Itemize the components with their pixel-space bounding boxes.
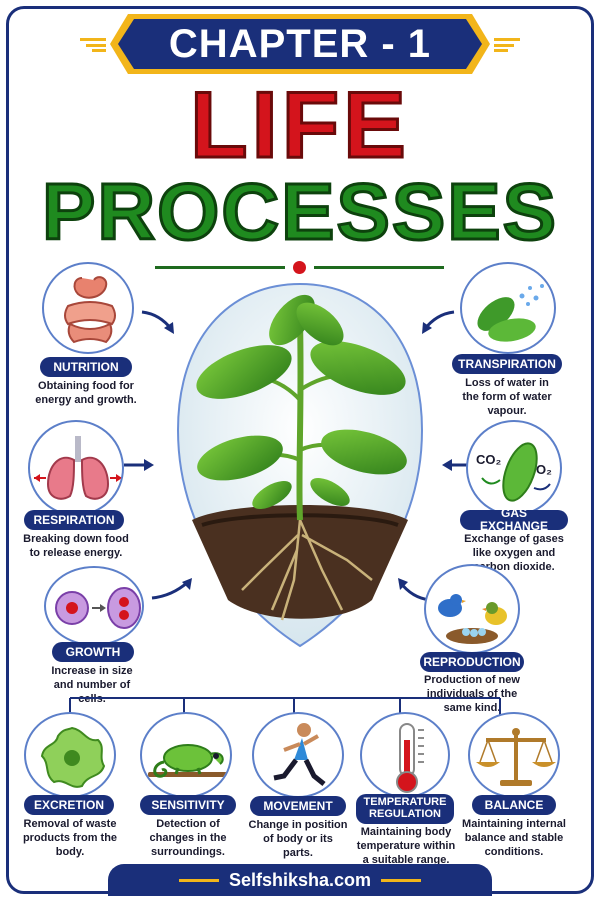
gas-exchange-desc: Exchange of gases like oxygen and carbon… — [464, 533, 564, 573]
excretion-circle — [24, 712, 116, 798]
chameleon-icon — [148, 744, 228, 778]
co2-text: CO₂ — [476, 452, 502, 467]
divider-left — [155, 266, 285, 269]
temperature-label: TEMPERATURE REGULATION — [356, 794, 454, 824]
arrow-transpiration — [422, 310, 455, 334]
right-deco-lines — [494, 38, 520, 52]
respiration-label: RESPIRATION — [24, 510, 124, 530]
lungs-icon — [34, 436, 122, 500]
gas-exchange-circle — [466, 420, 562, 516]
divider-right — [314, 266, 444, 269]
leaf-gas-icon — [481, 442, 551, 502]
digestive-system-icon — [64, 276, 116, 344]
transpiration-desc: Loss of water in the form of water vapou… — [462, 377, 552, 417]
thermometer-icon — [396, 723, 424, 793]
excretion-label: EXCRETION — [24, 795, 114, 815]
birds-nest-icon — [438, 594, 507, 644]
nutrition-circle — [42, 262, 134, 354]
amoeba-icon — [40, 726, 106, 788]
temperature-label-line2: REGULATION — [369, 808, 441, 820]
reproduction-desc: Production of new individuals of the sam… — [424, 674, 520, 714]
balance-circle — [468, 712, 560, 798]
footer-site[interactable]: Selfshiksha.com — [228, 869, 372, 890]
bottom-connector — [69, 697, 501, 716]
arrow-respiration — [124, 459, 154, 471]
chapter-title: CHAPTER - 1 — [168, 21, 432, 66]
arrow-growth — [151, 578, 192, 600]
nutrition-label: NUTRITION — [40, 357, 132, 377]
sensitivity-circle — [140, 712, 232, 798]
reproduction-label: REPRODUCTION — [420, 652, 524, 672]
left-deco-lines — [80, 38, 106, 52]
footer-line-right — [381, 878, 422, 882]
sensitivity-desc: Detection of changes in the surroundings… — [149, 818, 227, 858]
title-processes: PROCESSES — [41, 167, 558, 256]
respiration-circle — [28, 420, 124, 516]
cell-division-icon — [55, 587, 141, 629]
gas-exchange-label: GAS EXCHANGE — [460, 507, 568, 532]
growth-label: GROWTH — [52, 642, 134, 662]
arrow-nutrition — [141, 310, 174, 334]
o2-text: O₂ — [536, 462, 552, 477]
title-life: LIFE — [189, 72, 410, 177]
nutrition-desc: Obtaining food for energy and growth. — [35, 380, 137, 406]
growth-circle — [44, 566, 144, 646]
temperature-label-line1: TEMPERATURE — [363, 796, 447, 809]
footer-line-left — [178, 878, 219, 882]
movement-label: MOVEMENT — [250, 796, 346, 816]
temperature-circle — [360, 712, 450, 798]
plant-illustration — [176, 282, 424, 648]
sensitivity-label: SENSITIVITY — [140, 795, 236, 815]
transpiration-label: TRANSPIRATION — [452, 354, 562, 374]
temperature-desc: Maintaining body temperature within a su… — [356, 826, 456, 866]
reproduction-circle — [424, 564, 520, 654]
chapter-banner — [110, 14, 490, 74]
scales-icon — [476, 728, 556, 786]
growth-desc: Increase in size and number of cells. — [51, 665, 133, 705]
movement-desc: Change in position of body or its parts. — [248, 819, 348, 859]
footer-bar: Selfshiksha.com — [108, 864, 492, 896]
runner-icon — [273, 723, 326, 786]
balance-desc: Maintaining internal balance and stable … — [462, 818, 566, 858]
respiration-desc: Breaking down food to release energy. — [23, 533, 129, 559]
excretion-desc: Removal of waste products from the body. — [22, 818, 118, 858]
movement-circle — [252, 712, 344, 798]
divider-dot — [293, 261, 306, 274]
balance-label: BALANCE — [472, 795, 556, 815]
transpiration-circle — [460, 262, 556, 354]
leaf-vapour-icon — [477, 284, 544, 342]
